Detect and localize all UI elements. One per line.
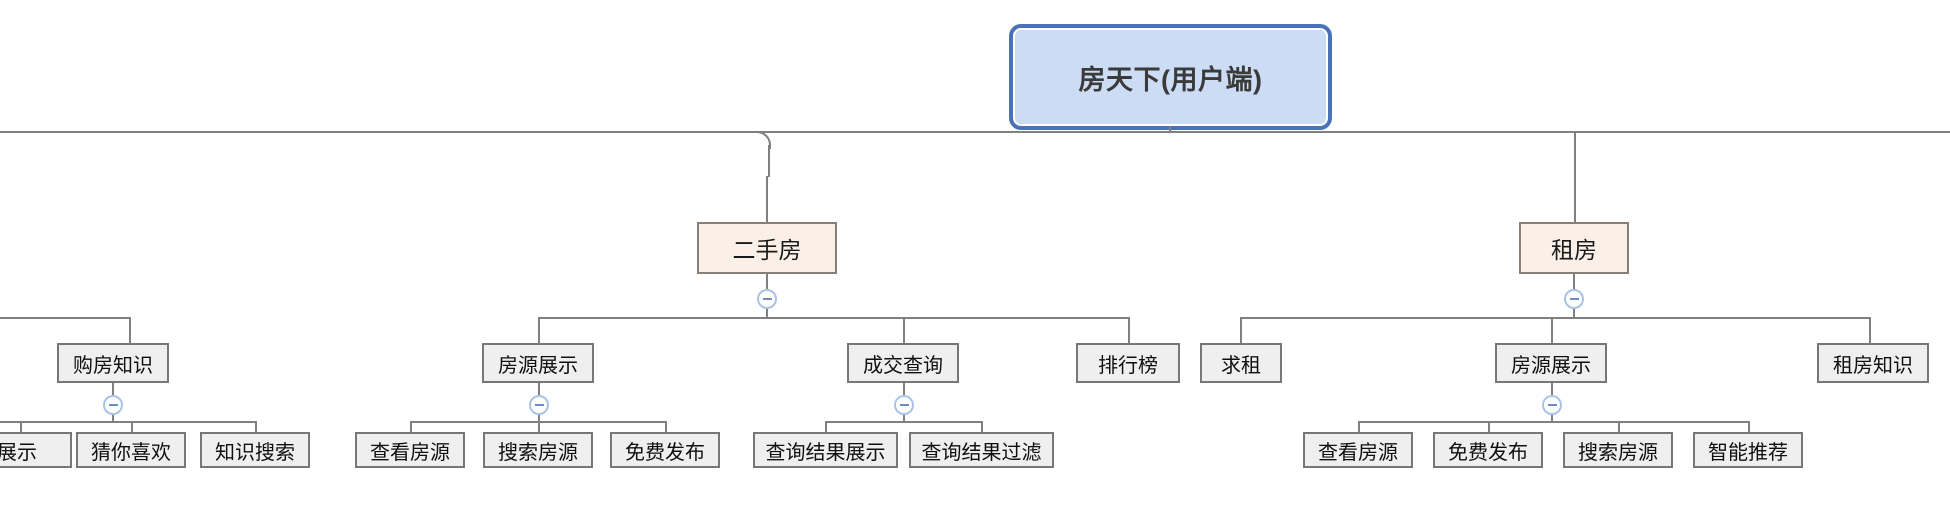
rent-drop-connector [1574,131,1576,223]
node-rent-label: 租房 [1551,237,1597,263]
node-deal-query-label: 成交查询 [863,354,943,377]
collapse-toggle-second-hand-listing-display[interactable] [529,395,549,415]
node-search-listing-rent[interactable]: 搜索房源 [1563,432,1673,468]
node-guess-you-like[interactable]: 猜你喜欢 [76,432,186,468]
node-knowledge-search-label: 知识搜索 [215,441,295,464]
node-second-hand-listing-display-label: 房源展示 [498,354,578,377]
node-buy-knowledge-label: 购房知识 [73,354,153,377]
second-hand-top-connector [766,176,768,222]
level2-bus-connector [0,131,1950,133]
node-knowledge-search[interactable]: 知识搜索 [200,432,310,468]
node-rent-knowledge[interactable]: 租房知识 [1817,343,1929,383]
rent-listing-toggle-stem [1551,383,1553,395]
node-guess-you-like-label: 猜你喜欢 [91,441,171,464]
leaf-drop-10 [20,421,22,432]
deal-query-children-bus [825,421,982,423]
node-search-listing-sh-label: 搜索房源 [498,441,578,464]
node-smart-recommend-label: 智能推荐 [1708,441,1788,464]
leaf-drop-9 [1748,421,1750,432]
second-hand-elbow-connector [755,131,771,149]
buy-knowledge-toggle-stem [112,383,114,395]
buy-knowledge-children-bus [0,421,256,423]
second-hand-child2-drop [903,317,905,343]
rent-toggle-stem-lower [1573,308,1575,318]
node-deal-query[interactable]: 成交查询 [847,343,959,383]
offscreen-left-children-bus [0,317,131,319]
node-view-listing-rent[interactable]: 查看房源 [1303,432,1413,468]
node-knowledge-display[interactable]: 展示 [0,432,72,468]
node-query-result-display-label: 查询结果展示 [765,441,886,464]
node-query-result-display[interactable]: 查询结果展示 [753,432,898,468]
rent-toggle-stem [1573,274,1575,290]
node-buy-knowledge[interactable]: 购房知识 [57,343,169,383]
rent-children-bus [1240,317,1870,319]
node-free-publish-sh-label: 免费发布 [625,441,705,464]
collapse-toggle-rent[interactable] [1564,289,1584,309]
rent-child1-drop [1240,317,1242,343]
second-hand-drop-connector [768,145,770,177]
second-hand-toggle-stem-lower [766,308,768,318]
deal-query-toggle-stem-lower [903,414,905,422]
leaf-drop-3 [665,421,667,432]
leaf-drop-11 [131,421,133,432]
rent-listing-children-bus [1358,421,1748,423]
node-ranking-label: 排行榜 [1098,354,1158,377]
node-search-listing-rent-label: 搜索房源 [1578,441,1658,464]
collapse-toggle-second-hand[interactable] [757,289,777,309]
node-view-listing-sh[interactable]: 查看房源 [355,432,465,468]
node-free-publish-sh[interactable]: 免费发布 [610,432,720,468]
leaf-drop-12 [255,421,257,432]
node-second-hand-listing-display[interactable]: 房源展示 [482,343,594,383]
rent-listing-toggle-stem-lower [1551,414,1553,422]
leaf-drop-7 [1488,421,1490,432]
collapse-toggle-buy-knowledge[interactable] [103,395,123,415]
node-rent-knowledge-label: 租房知识 [1833,354,1913,377]
listing-display-toggle-stem-lower [538,414,540,422]
second-hand-children-bus [538,317,1128,319]
deal-query-toggle-stem [903,383,905,395]
node-free-publish-rent[interactable]: 免费发布 [1433,432,1543,468]
rent-child3-drop [1869,317,1871,343]
collapse-toggle-deal-query[interactable] [894,395,914,415]
rent-child2-drop [1551,317,1553,343]
leaf-drop-4 [825,421,827,432]
node-query-result-filter[interactable]: 查询结果过滤 [909,432,1054,468]
second-hand-child3-drop [1128,317,1130,343]
second-hand-bus-segment [700,131,757,133]
listing-display-toggle-stem [538,383,540,395]
node-rent-listing-display[interactable]: 房源展示 [1495,343,1607,383]
node-second-hand-label: 二手房 [732,237,802,263]
leaf-drop-1 [410,421,412,432]
root-node[interactable]: 房天下(用户端) [1009,24,1332,130]
root-node-label: 房天下(用户端) [1078,64,1263,95]
node-second-hand[interactable]: 二手房 [697,222,837,274]
collapse-toggle-rent-listing-display[interactable] [1542,395,1562,415]
buy-knowledge-toggle-stem-lower [112,414,114,422]
second-hand-child1-drop [538,317,540,343]
node-search-listing-sh[interactable]: 搜索房源 [483,432,593,468]
node-free-publish-rent-label: 免费发布 [1448,441,1528,464]
node-smart-recommend[interactable]: 智能推荐 [1693,432,1803,468]
node-ranking[interactable]: 排行榜 [1076,343,1180,383]
leaf-drop-6 [1358,421,1360,432]
second-hand-toggle-stem [766,274,768,290]
leaf-drop-5 [981,421,983,432]
leaf-drop-2 [538,421,540,432]
node-view-listing-rent-label: 查看房源 [1318,441,1398,464]
root-stem-connector [1169,126,1171,132]
node-seek-rent[interactable]: 求租 [1200,343,1282,383]
node-seek-rent-label: 求租 [1221,354,1261,377]
node-knowledge-display-label: 展示 [0,441,37,464]
buy-knowledge-drop [129,317,131,343]
leaf-drop-8 [1618,421,1620,432]
node-rent-listing-display-label: 房源展示 [1511,354,1591,377]
node-rent[interactable]: 租房 [1519,222,1629,274]
node-query-result-filter-label: 查询结果过滤 [921,441,1042,464]
node-view-listing-sh-label: 查看房源 [370,441,450,464]
